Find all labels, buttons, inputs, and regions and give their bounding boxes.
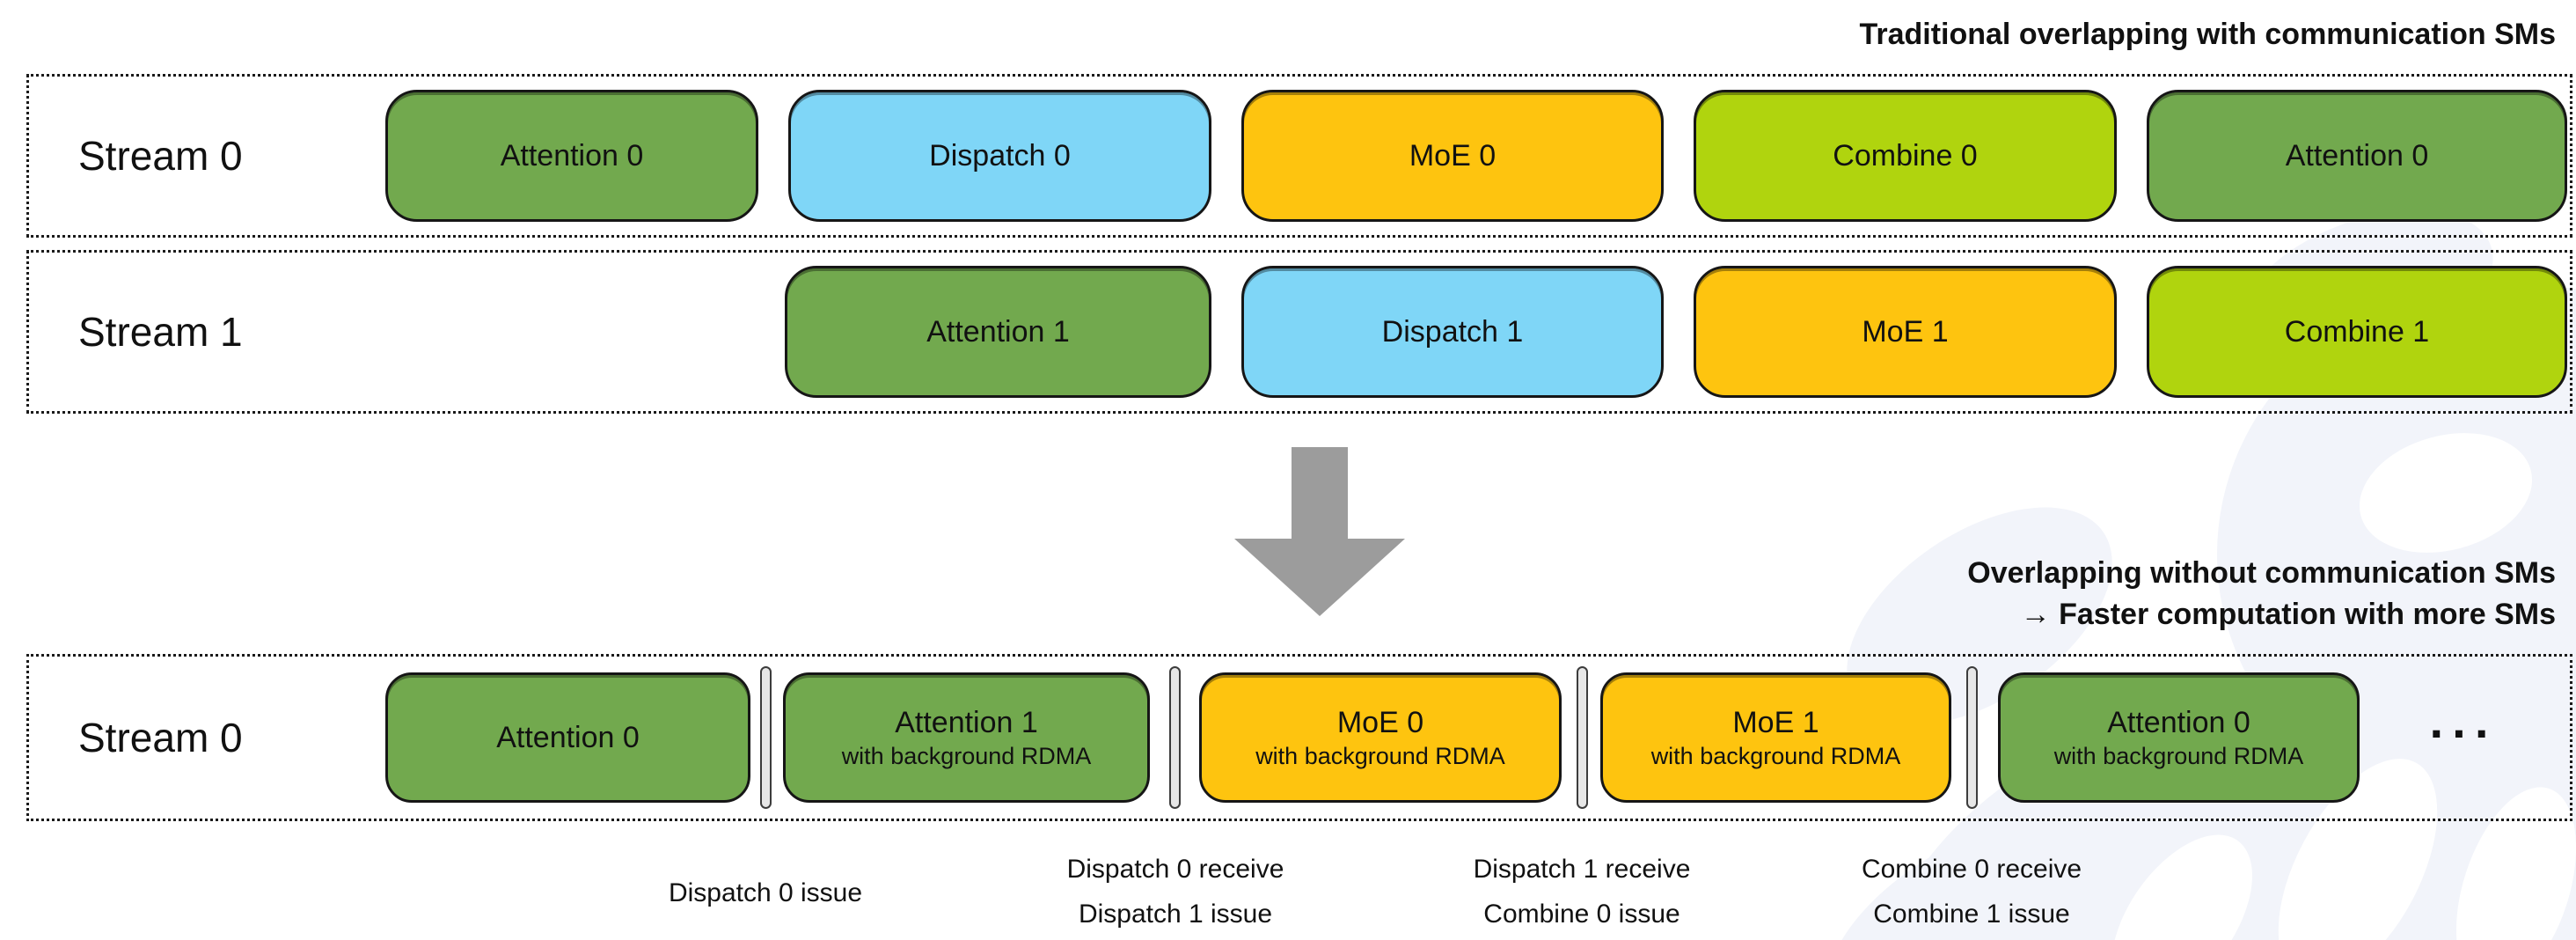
block-attention-0-next: Attention 0: [2147, 90, 2567, 222]
block-label: Attention 0: [500, 139, 644, 173]
annotation-line: Combine 0 receive: [1861, 855, 2082, 884]
block-label: MoE 1: [1732, 706, 1819, 739]
block-label: Attention 0: [2107, 706, 2250, 739]
block-attention-0-rdma: Attention 0 with background RDMA: [1998, 672, 2360, 803]
annotation-line: Dispatch 0 issue: [668, 878, 863, 907]
block-dispatch-1: Dispatch 1: [1241, 266, 1664, 398]
block-sublabel: with background RDMA: [841, 743, 1092, 769]
block-moe-0-rdma: MoE 0 with background RDMA: [1199, 672, 1562, 803]
annotation-dispatch-0-issue: Dispatch 0 issue: [669, 870, 862, 915]
stream-divider: [1169, 666, 1181, 809]
bottom-title-line1: Overlapping without communication SMs: [1967, 556, 2556, 590]
block-attention-0: Attention 0: [385, 672, 750, 803]
block-moe-1: MoE 1: [1694, 266, 2117, 398]
block-label: Dispatch 1: [1381, 315, 1524, 349]
stream1-label: Stream 1: [78, 309, 243, 355]
block-label: Attention 0: [496, 721, 640, 754]
block-label: MoE 0: [1409, 139, 1497, 173]
stream-divider: [1966, 666, 1978, 809]
block-attention-0: Attention 0: [385, 90, 758, 222]
stream0-label: Stream 0: [78, 715, 243, 760]
down-arrow-icon: [1234, 447, 1405, 616]
block-label: Dispatch 0: [929, 139, 1071, 173]
block-dispatch-0: Dispatch 0: [788, 90, 1211, 222]
block-moe-1-rdma: MoE 1 with background RDMA: [1600, 672, 1951, 803]
block-label: MoE 1: [1862, 315, 1949, 349]
block-label: Attention 0: [2285, 139, 2429, 173]
fused-stream0-row: Stream 0 Attention 0 Attention 1 with ba…: [26, 654, 2572, 821]
annotation-dispatch-0-receive: Dispatch 0 receive Dispatch 1 issue: [1067, 847, 1284, 936]
block-attention-1: Attention 1: [785, 266, 1211, 398]
annotation-combine-0-receive: Combine 0 receive Combine 1 issue: [1862, 847, 2082, 936]
stream-divider: [760, 666, 772, 809]
block-moe-0: MoE 0: [1241, 90, 1664, 222]
traditional-stream0-row: Stream 0 Attention 0 Dispatch 0 MoE 0 Co…: [26, 74, 2572, 238]
block-label: MoE 0: [1336, 706, 1424, 739]
block-label: Combine 1: [2284, 315, 2430, 349]
block-sublabel: with background RDMA: [1255, 743, 1505, 769]
bottom-title: Overlapping without communication SMs → …: [1967, 553, 2556, 635]
block-sublabel: with background RDMA: [1650, 743, 1901, 769]
block-label: Attention 1: [895, 706, 1038, 739]
traditional-stream1-row: Stream 1 Attention 1 Dispatch 1 MoE 1 Co…: [26, 250, 2572, 414]
block-attention-1-rdma: Attention 1 with background RDMA: [783, 672, 1150, 803]
bottom-title-line2: → Faster computation with more SMs: [2020, 598, 2556, 631]
continuation-ellipsis: ···: [2429, 705, 2498, 761]
annotation-line: Combine 1 issue: [1873, 900, 2070, 929]
block-combine-0: Combine 0: [1694, 90, 2117, 222]
annotation-line: Dispatch 0 receive: [1066, 855, 1284, 884]
annotation-line: Combine 0 issue: [1483, 900, 1680, 929]
annotation-line: Dispatch 1 issue: [1078, 900, 1273, 929]
annotation-line: Dispatch 1 receive: [1473, 855, 1691, 884]
annotation-dispatch-1-receive: Dispatch 1 receive Combine 0 issue: [1474, 847, 1691, 936]
block-label: Combine 0: [1833, 139, 1978, 173]
block-sublabel: with background RDMA: [2053, 743, 2304, 769]
block-combine-1: Combine 1: [2147, 266, 2567, 398]
stream0-label: Stream 0: [78, 133, 243, 179]
stream-divider: [1577, 666, 1588, 809]
top-title: Traditional overlapping with communicati…: [1859, 18, 2556, 51]
block-label: Attention 1: [926, 315, 1070, 349]
